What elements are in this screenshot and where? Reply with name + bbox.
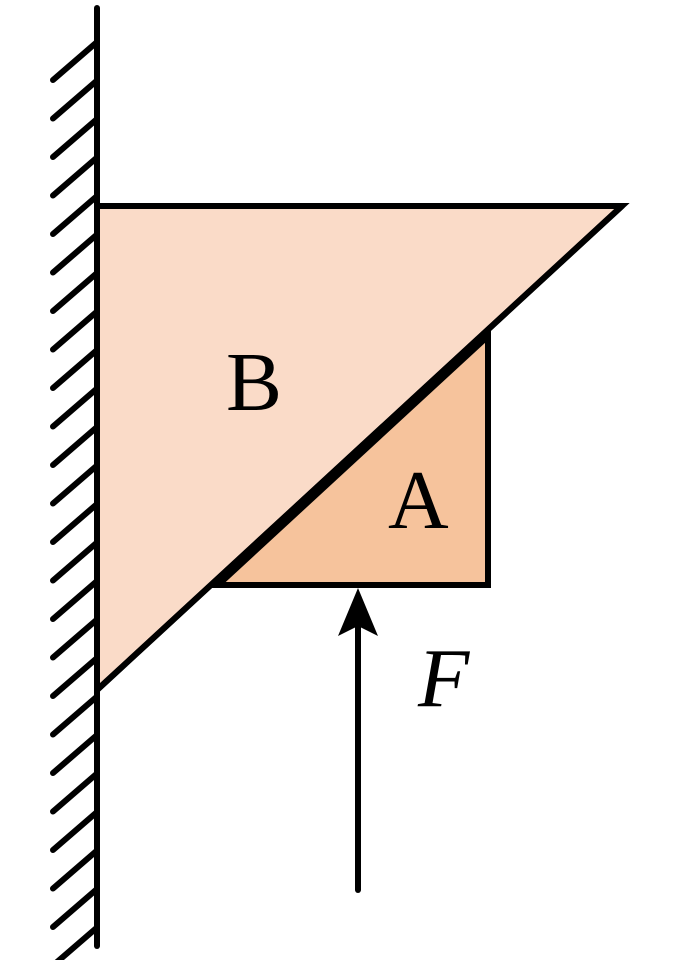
hatched-wall bbox=[50, 5, 100, 960]
label-force: F bbox=[417, 632, 471, 725]
wall-hatch bbox=[50, 231, 100, 276]
wall-hatch bbox=[50, 693, 100, 738]
wall-hatch bbox=[50, 116, 100, 160]
label-block-a: A bbox=[388, 454, 449, 547]
block-a bbox=[210, 329, 491, 588]
wall-hatch bbox=[50, 578, 100, 622]
wall-hatch bbox=[50, 308, 100, 353]
wall-hatch bbox=[50, 732, 100, 776]
wall-hatch bbox=[50, 77, 100, 122]
label-block-b: B bbox=[226, 336, 282, 429]
wall-hatch bbox=[50, 539, 100, 584]
wall-hatch bbox=[50, 193, 100, 237]
wall-hatch bbox=[50, 501, 100, 545]
wall-hatch bbox=[50, 347, 100, 391]
incline-contact-line bbox=[94, 203, 625, 693]
wall-hatch bbox=[50, 847, 100, 892]
wall-hatch bbox=[50, 809, 100, 853]
wall-hatch bbox=[50, 39, 100, 83]
arrow-up-icon bbox=[338, 588, 378, 893]
wall-hatch-marks bbox=[50, 39, 100, 960]
wall-hatch bbox=[50, 616, 100, 661]
wall-hatch bbox=[50, 385, 100, 430]
wall-hatch bbox=[50, 655, 100, 699]
wall-hatch bbox=[50, 424, 100, 468]
force-arrow-head bbox=[338, 588, 378, 636]
wall-hatch bbox=[50, 770, 100, 815]
wall-hatch bbox=[50, 462, 100, 507]
wall-hatch bbox=[50, 886, 100, 930]
wall-hatch bbox=[50, 270, 100, 314]
wall-hatch bbox=[54, 924, 100, 960]
wall-hatch bbox=[50, 154, 100, 199]
